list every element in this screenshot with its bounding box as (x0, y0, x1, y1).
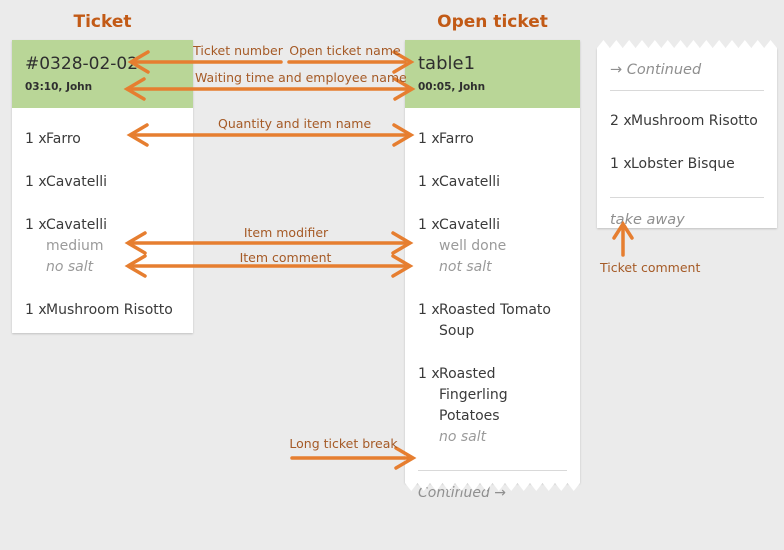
label-long-ticket-break: Long ticket break (289, 436, 398, 451)
item-qty: 1 x (25, 217, 47, 233)
item-qty: 1 x (418, 302, 440, 318)
printed-ticket-title: Ticket (73, 12, 132, 32)
open-ticket-meta: 00:05, John (418, 81, 486, 93)
item-modifier: medium (46, 238, 104, 254)
label-ticket-number: Ticket number (193, 43, 283, 58)
item-comment: no salt (46, 259, 94, 275)
ticket-meta: 03:10, John (25, 81, 93, 93)
item-name: Farro (46, 131, 81, 147)
label-item-modifier: Item modifier (243, 225, 329, 240)
item-name: Roasted Fingerling Potatoes (439, 366, 508, 424)
item-name: Cavatelli (46, 174, 107, 190)
printed-ticket-header: #0328-02-02 03:10, John (12, 40, 193, 108)
open-ticket-title: Open ticket (437, 12, 548, 32)
label-ticket-comment: Ticket comment (600, 260, 701, 275)
item-qty: 2 x (610, 113, 632, 129)
item-name: Cavatelli (46, 217, 107, 233)
item-qty: 1 x (418, 366, 440, 382)
item-name: Roasted Tomato Soup (439, 302, 551, 339)
continued-header: → Continued (610, 62, 702, 78)
divider (418, 470, 567, 471)
divider (610, 197, 764, 198)
torn-edge-top (597, 40, 777, 48)
item-comment: no salt (439, 429, 487, 445)
item-name: Cavatelli (439, 174, 500, 190)
open-ticket-header: table1 00:05, John (405, 40, 580, 108)
label-open-ticket-name: Open ticket name (289, 43, 401, 58)
label-item-comment: Item comment (239, 250, 332, 265)
ticket-number: #0328-02-02 (25, 54, 139, 74)
torn-edge-bottom (405, 483, 580, 491)
item-name: Lobster Bisque (631, 156, 735, 172)
item-qty: 1 x (25, 131, 47, 147)
item-name: Mushroom Risotto (46, 302, 173, 318)
item-qty: 1 x (610, 156, 632, 172)
item-qty: 1 x (25, 174, 47, 190)
item-qty: 1 x (418, 217, 440, 233)
item-name: Farro (439, 131, 474, 147)
ticket-comment-text: take away (610, 212, 685, 228)
item-name: Mushroom Risotto (631, 113, 758, 129)
item-modifier: well done (439, 238, 507, 254)
open-ticket-name: table1 (418, 53, 476, 74)
divider (610, 90, 764, 91)
item-name: Cavatelli (439, 217, 500, 233)
continued-footer: Continued → (418, 485, 507, 501)
item-qty: 1 x (418, 131, 440, 147)
item-comment: not salt (439, 259, 492, 275)
item-qty: 1 x (25, 302, 47, 318)
arrow-long-ticket-break (290, 446, 417, 470)
label-waiting-time: Waiting time and employee name (195, 70, 407, 85)
label-quantity-item: Quantity and item name (218, 116, 372, 131)
item-qty: 1 x (418, 174, 440, 190)
